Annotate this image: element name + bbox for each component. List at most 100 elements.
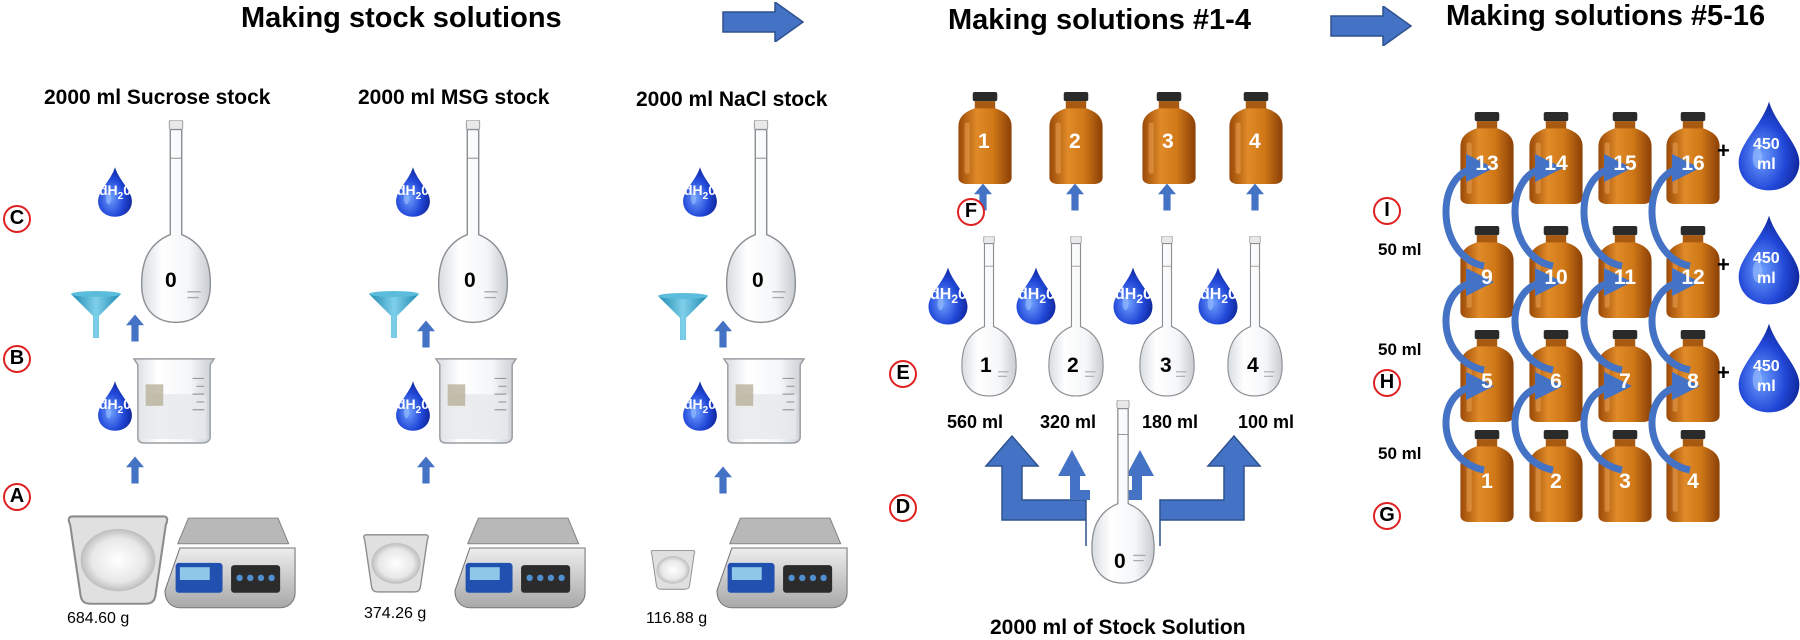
branch-arrow-4 <box>1159 434 1262 546</box>
transfer-arrow <box>1511 154 1563 270</box>
funnel-icon <box>71 291 121 338</box>
bottle-number: 2 <box>1550 470 1562 493</box>
bottle-number: 1 <box>1481 470 1493 493</box>
step-label-b: B <box>9 347 25 369</box>
bottle-number: 13 <box>1475 152 1499 175</box>
flask-number: 0 <box>165 269 177 292</box>
bottle-number: 3 <box>1162 130 1174 153</box>
stock-flask-number: 0 <box>1114 550 1126 573</box>
volume-label: 560 ml <box>947 412 1004 432</box>
bottle-number: 15 <box>1613 152 1637 175</box>
transfer-arrow <box>1648 268 1700 374</box>
transfer-arrow <box>1648 372 1700 474</box>
step-label-g: G <box>1379 504 1395 526</box>
transfer-volume-label: 50 ml <box>1378 240 1422 259</box>
water-volume-unit: ml <box>1757 378 1776 395</box>
step-label-d: D <box>895 496 911 518</box>
balance-scale-icon <box>716 517 848 609</box>
step-label-f: F <box>964 200 978 222</box>
water-label: dH20 <box>98 396 132 416</box>
bottle-number: 7 <box>1619 370 1631 393</box>
arrow-up-icon <box>714 466 732 494</box>
bottle-number: 4 <box>1249 130 1261 153</box>
water-label: dH20 <box>1018 286 1055 307</box>
water-label: dH20 <box>1115 286 1152 307</box>
transfer-arrow <box>1442 154 1494 270</box>
arrow-up-icon <box>417 456 435 484</box>
stock-label-sucrose: 2000 ml Sucrose stock <box>44 86 271 109</box>
step-label-i: I <box>1384 199 1390 221</box>
bottle-number: 11 <box>1613 266 1637 289</box>
transfer-volume-label: 50 ml <box>1378 340 1422 359</box>
stock-column-nacl <box>650 120 848 609</box>
plus-sign: + <box>1717 252 1730 277</box>
bottle-number: 8 <box>1687 370 1699 393</box>
bottle-number: 5 <box>1481 370 1493 393</box>
water-label: dH20 <box>396 396 430 416</box>
process-arrow-1 <box>722 2 804 42</box>
branch-arrow-3 <box>1122 450 1154 500</box>
arrow-up-icon <box>1158 183 1176 211</box>
stock-label-nacl: 2000 ml NaCl stock <box>636 88 828 111</box>
bottle-number: 12 <box>1681 266 1705 289</box>
bottle-number: 14 <box>1544 152 1568 175</box>
stock-solution-caption: 2000 ml of Stock Solution <box>990 616 1246 639</box>
bottle-number: 3 <box>1619 470 1631 493</box>
beaker-icon <box>723 358 805 444</box>
bottle-number: 10 <box>1544 266 1568 289</box>
weigh-boat-icon <box>650 550 696 590</box>
process-arrow-2 <box>1330 6 1412 46</box>
arrow-up-icon <box>417 320 435 348</box>
transfer-volume-label: 50 ml <box>1378 444 1422 463</box>
volume-label: 100 ml <box>1238 412 1295 432</box>
bottle-number: 2 <box>1069 130 1081 153</box>
title-solutions-1-4: Making solutions #1-4 <box>948 4 1251 36</box>
transfer-arrow <box>1580 372 1632 474</box>
weigh-boat-icon <box>363 534 429 593</box>
weigh-boat-icon <box>67 515 169 605</box>
arrow-up-icon <box>714 320 732 348</box>
flask-number: 0 <box>464 269 476 292</box>
water-label: dH20 <box>683 182 717 202</box>
step-label-e: E <box>896 362 910 384</box>
step-circle-a <box>3 483 31 511</box>
transfer-arrow <box>1442 372 1494 474</box>
funnel-icon <box>369 291 419 338</box>
title-solutions-5-16: Making solutions #5-16 <box>1446 0 1766 32</box>
water-volume-unit: ml <box>1757 156 1776 173</box>
step-circle-g <box>1373 502 1401 530</box>
stock-label-msg: 2000 ml MSG stock <box>358 86 550 109</box>
plus-sign: + <box>1717 138 1730 163</box>
arrow-up-icon <box>1246 183 1264 211</box>
transfer-arrow <box>1648 154 1700 270</box>
arrow-up-icon <box>1066 183 1084 211</box>
flask-number: 3 <box>1160 354 1172 377</box>
water-label: dH20 <box>1200 286 1237 307</box>
balance-scale-icon <box>454 517 586 609</box>
water-label: dH20 <box>396 182 430 202</box>
beaker-icon <box>435 358 517 444</box>
step-label-a: A <box>9 485 25 507</box>
bottle-number: 4 <box>1687 470 1699 493</box>
branch-arrow-1 <box>984 434 1087 546</box>
water-label: dH20 <box>930 286 967 307</box>
balance-scale-icon <box>164 517 296 609</box>
step-circle-c <box>3 205 31 233</box>
water-volume-unit: ml <box>1757 270 1776 287</box>
beaker-icon <box>133 358 215 444</box>
transfer-arrow <box>1442 268 1494 374</box>
step-circle-d <box>889 494 917 522</box>
step-label-h: H <box>1379 371 1395 393</box>
step-circle-b <box>3 345 31 373</box>
bottle-number: 1 <box>978 130 990 153</box>
arrow-up-icon <box>126 314 144 342</box>
bottle-number: 6 <box>1550 370 1562 393</box>
flask-number: 2 <box>1067 354 1079 377</box>
water-volume-label: 450 <box>1753 250 1780 267</box>
mass-sucrose: 684.60 g <box>67 610 130 627</box>
flask-number: 4 <box>1247 354 1259 377</box>
transfer-arrow <box>1580 268 1632 374</box>
water-volume-label: 450 <box>1753 136 1780 153</box>
step-circle-e <box>889 360 917 388</box>
